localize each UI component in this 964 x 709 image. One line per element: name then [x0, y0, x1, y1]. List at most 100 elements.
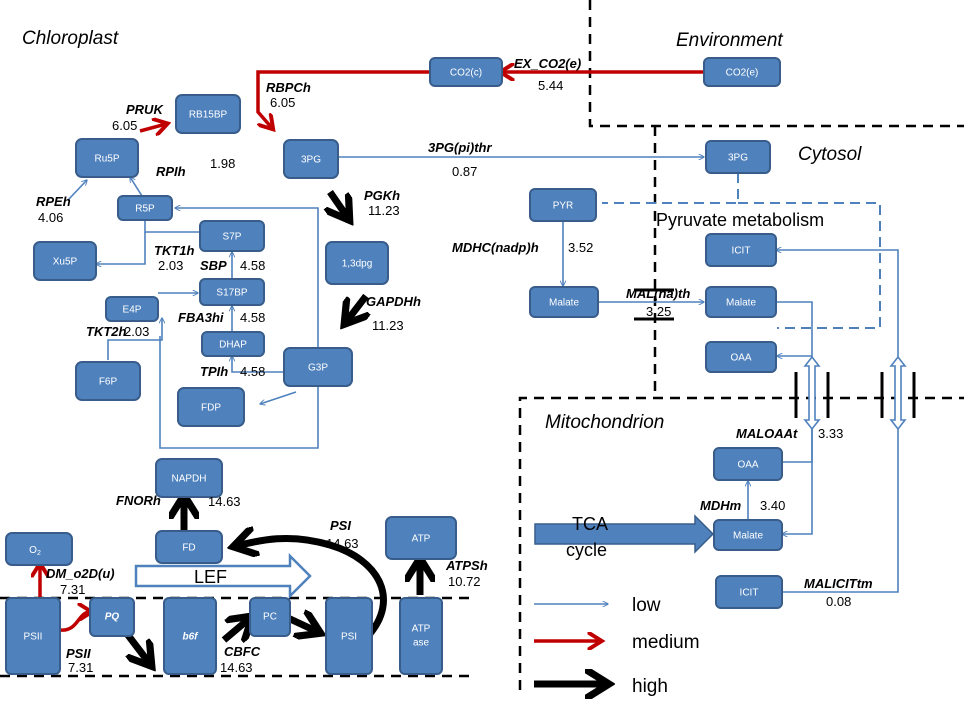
- node-rb15bp: RB15BP: [175, 94, 241, 134]
- svg-text:F6P: F6P: [99, 377, 118, 388]
- malicitm-line: [782, 429, 899, 593]
- rxn-tkt1h-flux: 2.03: [158, 258, 183, 273]
- node-psii: PSII: [5, 597, 61, 675]
- svg-text:PSI: PSI: [341, 632, 357, 643]
- svg-text:Malate: Malate: [733, 531, 763, 542]
- rxn-rbpch-flux: 6.05: [270, 95, 295, 110]
- rxn-gapdhh-flux: 11.23: [372, 318, 404, 333]
- rxn-malicitm-flux: 0.08: [826, 594, 851, 609]
- rxn-psi-flux: 14.63: [326, 536, 359, 551]
- rxn-3pg-thr-flux: 0.87: [452, 164, 477, 179]
- node-icit-mitochondrion: ICIT: [715, 575, 783, 609]
- svg-text:R5P: R5P: [135, 204, 155, 215]
- rxn-maloaat-flux: 3.33: [818, 426, 843, 441]
- rxn-atpsh-label: ATPSh: [445, 558, 488, 573]
- lef-label: LEF: [194, 567, 227, 587]
- psi-fd-line: [236, 538, 387, 639]
- rxn-tpih-flux: 4.58: [240, 364, 265, 379]
- svg-text:E4P: E4P: [123, 305, 142, 316]
- svg-text:CO2(c): CO2(c): [450, 68, 482, 79]
- rxn-psi-label: PSI: [330, 518, 351, 533]
- rxn-tkt1h-label: TKT1h: [154, 243, 195, 258]
- node-pq: PQ: [89, 597, 135, 637]
- node-s17bp: S17BP: [199, 278, 265, 306]
- legend-low-label: low: [632, 595, 661, 616]
- tpih-line: [232, 356, 284, 373]
- rxn-ex-co2-label: EX_CO2(e): [514, 56, 581, 71]
- chloroplast-title: Chloroplast: [22, 28, 119, 49]
- malate-cyt-transport-line: [776, 301, 813, 366]
- svg-text:RB15BP: RB15BP: [189, 110, 228, 121]
- node-s7p: S7P: [199, 220, 265, 252]
- malate-mito-line: [782, 429, 813, 534]
- rxn-tpih-label: TPIh: [200, 364, 228, 379]
- rxn-atpsh-flux: 10.72: [448, 574, 481, 589]
- rxn-tkt2h-label: TKT2h: [86, 324, 127, 339]
- svg-text:b6f: b6f: [183, 632, 200, 643]
- svg-text:1,3dpg: 1,3dpg: [342, 259, 373, 270]
- rxn-maloaat-label: MALOAAt: [736, 426, 798, 441]
- rxn-cbfc-label: CBFC: [224, 644, 261, 659]
- node-3pg-cytosol: 3PG: [705, 140, 771, 174]
- svg-text:Ru5P: Ru5P: [94, 154, 119, 165]
- rxn-malnath-label: MAL(na)th: [626, 286, 690, 301]
- svg-text:PQ: PQ: [105, 612, 120, 623]
- rxn-malicitm-label: MALICITtm: [804, 576, 873, 591]
- lef-arrow: [134, 552, 312, 600]
- mitochondrion-title: Mitochondrion: [545, 412, 664, 433]
- node-oaa-cytosol: OAA: [705, 341, 777, 373]
- mitochondrion-border: [518, 396, 964, 690]
- svg-text:CO2(e): CO2(e): [726, 68, 759, 79]
- node-pyr: PYR: [529, 188, 597, 222]
- legend-high-label: high: [632, 676, 668, 697]
- psii-pq-line: [59, 612, 90, 632]
- svg-text:OAA: OAA: [730, 353, 751, 364]
- svg-text:O2: O2: [29, 545, 41, 557]
- rxn-malnath-flux: 3.25: [646, 304, 671, 319]
- svg-text:FDP: FDP: [201, 403, 221, 414]
- rxn-dm-o2d-label: DM_o2D(u): [46, 566, 115, 581]
- node-f6p: F6P: [75, 361, 141, 401]
- node-pc: PC: [249, 597, 291, 637]
- svg-text:OAA: OAA: [737, 460, 758, 471]
- node-r5p: R5P: [117, 195, 173, 221]
- rxn-rbpch-label: RBPCh: [266, 80, 311, 95]
- node-dhap: DHAP: [201, 331, 265, 357]
- svg-text:PC: PC: [263, 612, 277, 623]
- pruk-line: [139, 124, 166, 131]
- node-psi: PSI: [325, 597, 373, 675]
- pyruvate-metabolism-label: Pyruvate metabolism: [656, 210, 824, 230]
- rxn-mdhm-flux: 3.40: [760, 498, 785, 513]
- malicitm-transporter: [889, 355, 907, 431]
- svg-text:ATP: ATP: [412, 534, 431, 545]
- node-xu5p: Xu5P: [33, 241, 97, 281]
- svg-text:3PG: 3PG: [728, 153, 748, 164]
- svg-text:PYR: PYR: [553, 201, 574, 212]
- environment-title: Environment: [676, 30, 783, 51]
- node-napdh: NAPDH: [155, 458, 223, 498]
- g3p-loop-line: [159, 336, 319, 449]
- pc-psi-line: [286, 618, 318, 632]
- rxn-rpeh-label: RPEh: [36, 194, 71, 209]
- rxn-ex-co2-flux: 5.44: [538, 78, 563, 93]
- svg-text:S17BP: S17BP: [216, 288, 247, 299]
- svg-text:ATP: ATP: [412, 624, 431, 635]
- rxn-psii-flux: 7.31: [68, 660, 93, 675]
- rpeh-line: [67, 180, 87, 201]
- pgkh-line: [330, 190, 348, 218]
- pyruvate-dashed-line: [602, 173, 739, 204]
- node-o2: O2: [5, 532, 73, 566]
- svg-text:DHAP: DHAP: [219, 340, 247, 351]
- rpih-line: [130, 177, 143, 197]
- rxn-mdhc-label: MDHC(nadp)h: [452, 240, 539, 255]
- node-fdp: FDP: [177, 387, 245, 427]
- tkt1h-xu5p-line: [96, 232, 146, 264]
- node-e4p: E4P: [105, 296, 159, 322]
- rxn-rpih-label: RPIh: [156, 164, 186, 179]
- tkt2h-line: [107, 318, 162, 360]
- node-b6f: b6f: [163, 597, 217, 675]
- rxn-mdhm-label: MDHm: [700, 498, 742, 513]
- g3p-r5p-line: [175, 208, 319, 350]
- rxn-pgkh-flux: 11.23: [368, 203, 400, 218]
